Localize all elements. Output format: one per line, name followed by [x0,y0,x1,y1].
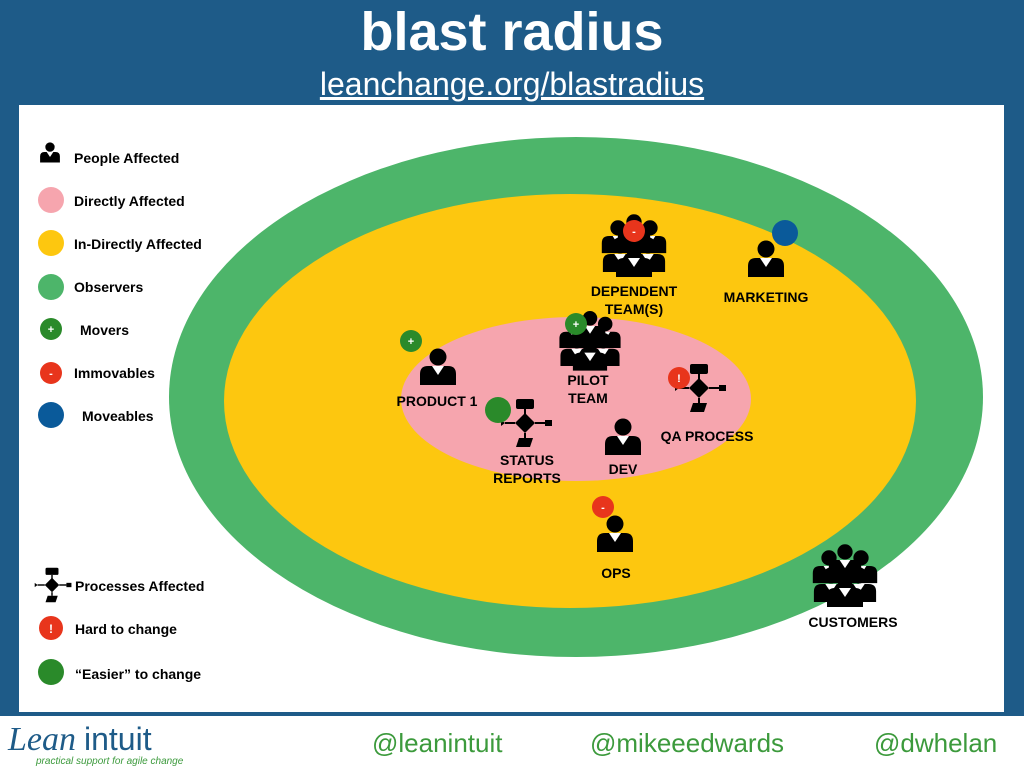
handle-mikeeedwards[interactable]: @mikeeedwards [590,728,785,758]
handle-leanintuit[interactable]: @leanintuit [372,728,503,758]
mover-badge-symbol: + [48,324,54,336]
legend-indirectly-affected: In-Directly Affected [74,236,202,252]
easier-to-change-badge-icon [38,659,64,685]
legend-hard-to-change: Hard to change [75,621,177,637]
observers-swatch [38,274,64,300]
node-customers: CUSTOMERS [808,544,898,630]
customers-label: CUSTOMERS [808,614,897,630]
ops-immovable-badge [592,496,614,518]
product-1-mover-badge [400,330,422,352]
dependent-teams-immovable-badge [623,220,645,242]
directly-affected-ring [401,317,751,481]
header-banner [0,0,1024,105]
directly-affected-swatch [38,187,64,213]
process-icon [34,566,73,604]
pilot-team-label-1: PILOT [567,372,609,388]
legend-processes-affected: Processes Affected [75,578,204,594]
legend-immovables: Immovables [74,365,155,381]
legend: People Affected Directly Affected In-Dir… [34,142,204,685]
node-status-reports: STATUS REPORTS [485,397,561,486]
dependent-teams-label-1: DEPENDENT [591,283,678,299]
immovable-badge-symbol: - [49,368,53,380]
marketing-moveable-badge [772,220,798,246]
pilot-team-mover-badge [565,313,587,335]
marketing-label: MARKETING [724,289,809,305]
node-pilot-team: + PILOT TEAM [559,311,620,406]
dev-label: DEV [609,461,638,477]
status-reports-label-2: REPORTS [493,470,561,486]
footer [0,716,1024,768]
legend-directly-affected: Directly Affected [74,193,185,209]
handle-dwhelan[interactable]: @dwhelan [874,728,998,758]
frame-left [0,105,19,712]
pilot-team-badge-symbol: + [573,319,579,331]
legend-movers: Movers [80,322,129,338]
indirectly-affected-swatch [38,230,64,256]
logo-lean-text: Lean [7,721,76,758]
logo-intuit-text: intuit [84,721,152,757]
legend-moveables: Moveables [82,408,154,424]
node-dev: DEV [605,418,641,477]
node-ops: - OPS [592,496,633,581]
page-title: blast radius [360,2,664,62]
node-product-1: + PRODUCT 1 [397,330,478,409]
subtitle-link[interactable]: leanchange.org/blastradius [319,66,705,102]
people-affected-icon [40,142,60,163]
frame-bottom [0,712,1024,716]
logo-tagline: practical support for agile change [35,756,184,767]
leanintuit-logo: Lean intuit practical support for agile … [7,721,184,767]
pilot-team-label-2: TEAM [568,390,608,406]
status-reports-label-1: STATUS [500,452,554,468]
hard-to-change-badge-icon [39,616,63,640]
ops-label: OPS [601,565,631,581]
node-dependent-teams: - DEPENDENT TEAM(S) [591,214,678,317]
status-reports-easier-badge [485,397,511,423]
legend-easier-to-change: “Easier” to change [75,666,201,682]
node-marketing: MARKETING [724,220,809,305]
immovable-badge-icon [40,362,62,384]
qa-process-label: QA PROCESS [661,428,754,444]
hard-to-change-symbol: ! [49,622,53,636]
product-1-label: PRODUCT 1 [397,393,478,409]
node-qa-process: ! QA PROCESS [661,363,754,444]
qa-process-hard-badge [668,367,690,389]
product-1-badge-symbol: + [408,336,414,348]
mover-badge-icon [40,318,62,340]
ops-badge-symbol: - [601,502,605,514]
frame-right [1004,105,1024,712]
qa-process-badge-symbol: ! [677,373,681,385]
dependent-teams-badge-symbol: - [632,226,636,238]
legend-people-affected: People Affected [74,150,179,166]
dependent-teams-label-2: TEAM(S) [605,301,663,317]
legend-observers: Observers [74,279,143,295]
moveable-badge-icon [38,402,64,428]
